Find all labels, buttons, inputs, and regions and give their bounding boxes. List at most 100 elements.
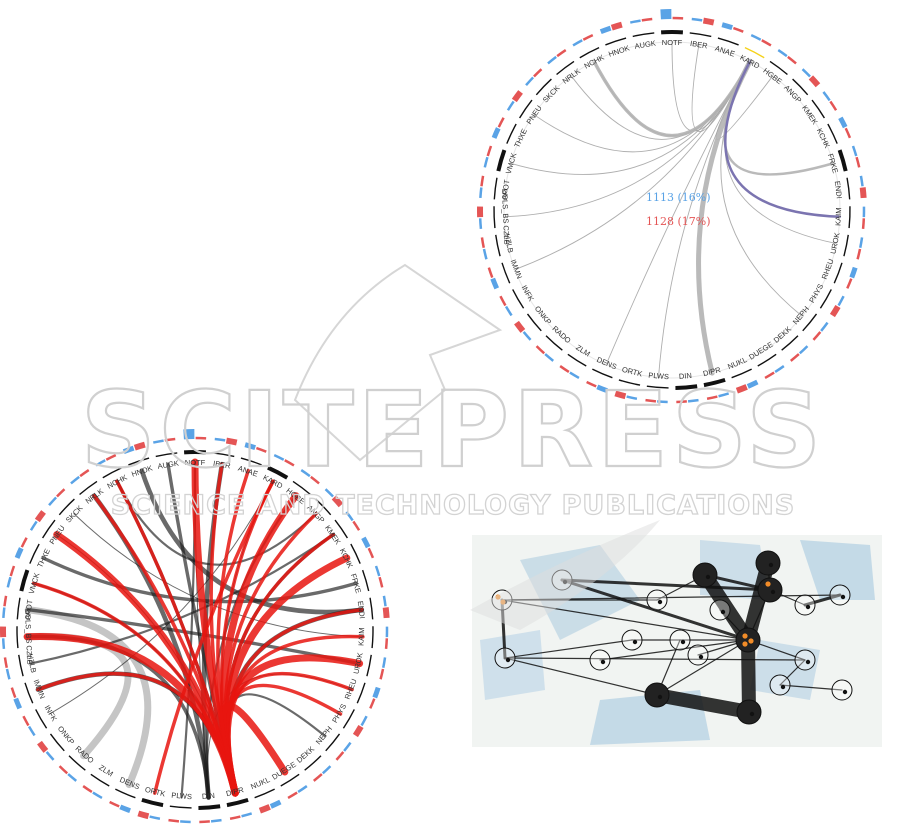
bottom-red-indicator bbox=[20, 537, 28, 548]
bottom-red-indicator bbox=[199, 820, 210, 824]
bottom-segment-label: DOLS_BS CZLB bbox=[23, 609, 34, 665]
bottom-chord-red bbox=[153, 479, 275, 795]
top-segment-arc bbox=[512, 289, 525, 309]
top-segment-label: DOLS_BS CZLB bbox=[500, 189, 511, 245]
top-segment-arc bbox=[632, 32, 655, 38]
top-blue-indicator bbox=[777, 49, 788, 58]
watermark-swoosh bbox=[470, 520, 660, 630]
bottom-segment-label: ENDI bbox=[356, 600, 367, 619]
top-blue-indicator bbox=[478, 218, 483, 229]
bottom-red-indicator bbox=[382, 607, 390, 619]
bottom-red-indicator bbox=[109, 800, 120, 808]
bottom-segment-label: ORTK bbox=[144, 785, 166, 799]
map-edge bbox=[599, 639, 749, 661]
top-segment-arc bbox=[757, 353, 777, 367]
top-segment-arc bbox=[501, 262, 511, 284]
bottom-red-indicator bbox=[378, 576, 384, 588]
bottom-blue-indicator bbox=[300, 469, 311, 478]
map-node bbox=[769, 674, 791, 696]
top-red-indicator bbox=[499, 295, 507, 307]
bottom-segment-label: DENS bbox=[118, 775, 141, 791]
top-blue-indicator bbox=[629, 19, 641, 24]
top-red-indicator bbox=[511, 90, 523, 103]
publisher-watermark: SCITEPRESS SCIENCE AND TECHNOLOGY PUBLIC… bbox=[80, 263, 822, 630]
top-segment-label: NCHK bbox=[583, 53, 606, 71]
bottom-red-indicator bbox=[10, 687, 17, 698]
top-segment-arc bbox=[493, 177, 498, 200]
top-segment-arc bbox=[731, 368, 752, 379]
top-blue-indicator bbox=[822, 91, 831, 102]
bottom-chord-gray bbox=[24, 606, 152, 789]
top-segment-label: RADO bbox=[551, 324, 573, 345]
bottom-chords bbox=[23, 458, 365, 800]
bottom-segment-arc bbox=[350, 543, 361, 564]
top-red-indicator bbox=[676, 400, 687, 404]
top-segment-label: IBER bbox=[690, 39, 709, 51]
top-red-indicator bbox=[855, 156, 861, 168]
map-node-dot bbox=[840, 594, 846, 600]
map-building bbox=[800, 540, 875, 600]
bottom-blue-indicator bbox=[343, 741, 352, 752]
top-segment-arc bbox=[769, 60, 788, 76]
top-red-indicator bbox=[844, 127, 852, 139]
bottom-red-indicator bbox=[9, 565, 16, 577]
map-node bbox=[646, 589, 668, 611]
bottom-blue-indicator bbox=[374, 565, 381, 577]
bottom-segment-arc bbox=[41, 519, 56, 539]
bottom-red-indicator bbox=[384, 638, 389, 649]
map-edge bbox=[779, 659, 806, 686]
top-red-indicator bbox=[556, 49, 567, 58]
map-node bbox=[687, 644, 709, 666]
bottom-red-indicator bbox=[313, 773, 323, 782]
top-red-indicator bbox=[764, 371, 775, 380]
top-segment-label: NOTF bbox=[662, 38, 683, 47]
top-red-indicator bbox=[787, 55, 797, 65]
top-blue-indicator bbox=[859, 175, 864, 187]
top-inner-circle bbox=[503, 41, 841, 379]
map-node-highlight-dot bbox=[742, 633, 748, 639]
map-node bbox=[757, 577, 783, 603]
top-blue-indicator bbox=[838, 116, 848, 129]
bottom-segment-label: THXE bbox=[35, 547, 52, 569]
bottom-red-indicator bbox=[352, 725, 364, 738]
top-blue-indicator bbox=[596, 384, 608, 394]
bottom-blue-indicator bbox=[273, 453, 285, 461]
top-stat-blue: 1113 (16%) bbox=[646, 191, 711, 204]
bottom-segment-arc bbox=[212, 452, 235, 458]
top-segment-arc bbox=[827, 123, 838, 144]
bottom-blue-indicator bbox=[119, 804, 131, 814]
top-blue-indicator bbox=[837, 295, 845, 307]
map-node bbox=[644, 682, 670, 708]
bottom-segment-arc bbox=[366, 654, 372, 677]
bottom-red-indicator bbox=[335, 751, 345, 761]
top-red-indicator bbox=[856, 248, 862, 260]
top-red-indicator bbox=[614, 390, 627, 400]
bottom-red-indicator bbox=[287, 791, 298, 800]
bottom-blue-indicator bbox=[241, 812, 253, 818]
top-red-indicator bbox=[761, 39, 772, 47]
bottom-blue-indicator bbox=[361, 536, 371, 549]
bottom-blue-indicator bbox=[70, 475, 80, 485]
bottom-blue-indicator bbox=[345, 511, 354, 522]
bottom-segment-arc bbox=[24, 682, 34, 704]
top-blue-indicator bbox=[504, 305, 513, 317]
top-blue-indicator bbox=[691, 17, 703, 22]
bottom-chord-red bbox=[223, 654, 364, 797]
top-segment-arc bbox=[744, 46, 765, 59]
map-node-dot bbox=[770, 589, 776, 595]
bottom-segment-arc bbox=[16, 626, 19, 649]
bottom-segment-label: DIPR bbox=[225, 785, 245, 798]
top-red-indicator bbox=[535, 345, 546, 355]
map-edge bbox=[504, 657, 806, 661]
map-node bbox=[794, 649, 816, 671]
top-blue-indicator bbox=[774, 365, 785, 373]
bottom-segment-label: UROK bbox=[352, 652, 365, 675]
bottom-red-indicator bbox=[56, 488, 66, 498]
bottom-blue-indicator bbox=[382, 595, 387, 607]
top-segment-label: VMCK bbox=[504, 152, 519, 175]
top-blue-indicator bbox=[544, 353, 554, 362]
top-segment-arc bbox=[811, 99, 826, 119]
bottom-segment-arc bbox=[68, 755, 86, 771]
top-blue-indicator bbox=[522, 331, 532, 341]
